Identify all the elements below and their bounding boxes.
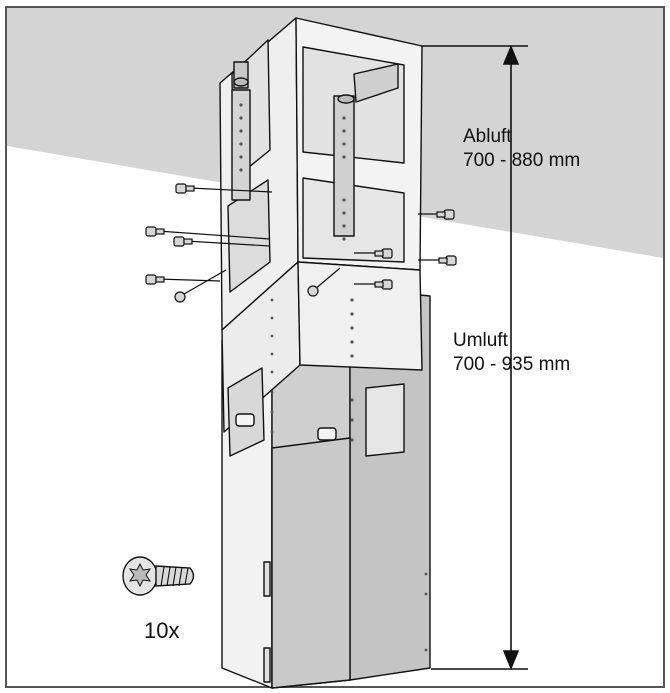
rail-bracket-top — [353, 63, 399, 103]
recirculation-mode-title: Umluft — [453, 330, 508, 351]
screw-quantity-label: 10x — [144, 618, 180, 643]
screw-icon-3 — [173, 236, 193, 247]
screw-icon-10 — [307, 285, 319, 297]
lower-panel-inner — [271, 437, 351, 689]
screw-icon-4 — [145, 274, 165, 285]
middle-window-left — [227, 179, 271, 293]
screw-icon-7 — [438, 255, 457, 266]
exhaust-mode-title: Abluft — [463, 126, 512, 147]
slot-marker-1 — [263, 561, 271, 597]
screw-icon-6 — [436, 209, 455, 220]
screw-icon-5 — [174, 291, 186, 303]
handle-left — [235, 413, 255, 427]
slot-marker-2 — [263, 647, 271, 683]
rail-knob-left — [233, 77, 249, 87]
torx-screw-icon — [122, 556, 195, 596]
screw-icon-2 — [145, 226, 165, 237]
screw-icon-1 — [175, 183, 195, 194]
handle-window-left — [227, 367, 265, 457]
chimney-assembly — [219, 17, 431, 689]
mounting-screws — [145, 183, 457, 303]
rail-knob-right — [337, 94, 355, 104]
hole-row-left — [239, 103, 243, 172]
recirculation-mode-range: 700 - 935 mm — [453, 354, 571, 375]
middle-band-right — [297, 261, 423, 371]
handle-center — [317, 427, 337, 441]
screw-icon-8 — [374, 248, 393, 259]
exhaust-mode-range: 700 - 880 mm — [463, 150, 581, 171]
hole-row-center — [342, 116, 354, 442]
lower-window-right — [365, 383, 405, 457]
hole-row-edge — [270, 298, 428, 652]
screw-icon-9 — [374, 279, 393, 290]
dimension-arrow-icon — [421, 44, 528, 671]
